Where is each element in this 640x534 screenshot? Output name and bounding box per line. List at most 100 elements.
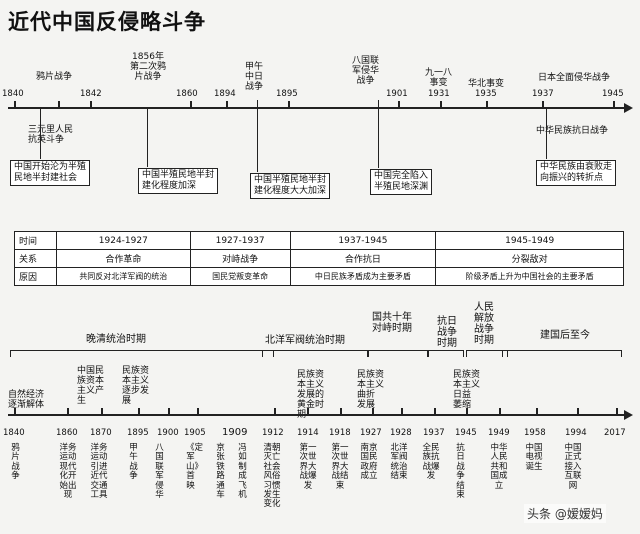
event-full-resistance: 全民族抗战爆发 (422, 443, 440, 482)
year-label: 1900 (157, 428, 179, 438)
connector-line (147, 109, 148, 167)
tick-mark (613, 101, 615, 108)
year-label: 1937 (532, 89, 554, 99)
tick-mark (499, 408, 501, 415)
year-label: 1840 (3, 428, 25, 438)
consequence-box: 中国半殖民地半封 建化程度大大加深 (250, 173, 331, 199)
year-label: 2017 (604, 428, 626, 438)
period-liberation-war: 人民 解放 战争 时期 (474, 302, 494, 346)
period-bracket (10, 350, 274, 357)
consequence-box: 中国半殖民地半封 建化程度加深 (138, 168, 219, 194)
table-row: 时间 1924-1927 1927-1937 1937-1945 1945-19… (14, 231, 624, 250)
table-cell: 1927-1937 (189, 231, 291, 250)
year-label: 1914 (297, 428, 319, 438)
event-ww1-end: 第一次世界大战结束 (331, 443, 349, 491)
year-label: 1927 (360, 428, 382, 438)
tick-mark (466, 408, 468, 415)
tick-mark (434, 408, 436, 415)
period-beiyang: 北洋军阀统治时期 (265, 335, 345, 346)
table-cell: 中日民族矛盾成为主要矛盾 (289, 267, 437, 286)
label-shrinking: 民族资 本主义 日益 萎缩 (453, 370, 481, 410)
tick-mark (486, 101, 488, 108)
tick-mark (440, 101, 442, 108)
tick-mark (190, 101, 192, 108)
tick-mark (197, 408, 199, 415)
tick-mark (536, 408, 538, 415)
event-westernization-modernization: 洋务运动现代化开始出现 (59, 443, 77, 501)
period-ten-year-confrontation: 国共十年 对峙时期 (372, 312, 412, 334)
consequence-box: 中国开始沦为半殖 民地半封建社会 (10, 160, 91, 186)
year-label: 1949 (488, 428, 510, 438)
event-westernization-transport: 洋务运动引进近代交通工具 (90, 443, 108, 501)
tick-mark (577, 408, 579, 415)
year-label: 1842 (80, 89, 102, 99)
year-label: 1945 (455, 428, 477, 438)
event-nanjing-government: 南京国民政府成立 (360, 443, 378, 482)
event-war-end: 抗日战争结束 (456, 443, 465, 501)
event-first-sino-japanese-war: 甲午战争 (129, 443, 138, 482)
table-cell: 分裂敌对 (435, 249, 624, 268)
year-label: 1958 (524, 428, 546, 438)
year-label: 1860 (176, 89, 198, 99)
label-capitalism-develop: 民族资 本主义 逐步发 展 (122, 366, 150, 406)
event-jingzhang-railway: 京张铁路通车 (216, 443, 225, 501)
tick-mark (226, 101, 228, 108)
table-row: 关系 合作革命 对峙战争 合作抗日 分裂敌对 (14, 249, 624, 268)
event-opium-war: 鸦片战争 (36, 72, 73, 82)
year-label: 1870 (90, 428, 112, 438)
kmt-cpc-relations-table: 时间 1924-1927 1927-1937 1937-1945 1945-19… (14, 231, 624, 286)
year-label: 1895 (127, 428, 149, 438)
table-cell: 对峙战争 (189, 249, 291, 268)
year-label: 1931 (428, 89, 450, 99)
axis-arrow (624, 103, 633, 113)
period-bracket (466, 350, 508, 357)
table-cell: 合作抗日 (289, 249, 437, 268)
tick-mark (542, 101, 544, 108)
year-label: 1895 (276, 89, 298, 99)
tick-mark (274, 408, 276, 415)
label-natural-economy: 自然经济 逐渐解体 (8, 390, 45, 410)
axis-arrow (624, 410, 633, 420)
tick-mark (398, 101, 400, 108)
event-second-opium-war: 1856年 第二次鸦 片战争 (130, 52, 167, 82)
tick-mark (14, 408, 16, 415)
tick-mark (168, 408, 170, 415)
bottom-timeline-axis (8, 414, 628, 416)
event-sino-japanese-war: 甲午 中日 战争 (245, 62, 264, 92)
event-ww1-start: 第一次世界大战爆发 (299, 443, 317, 491)
row-header: 时间 (14, 231, 57, 250)
tick-mark (372, 408, 374, 415)
row-header: 原因 (14, 267, 57, 286)
consequence-box: 中国完全陷入 半殖民地深渊 (370, 169, 433, 195)
period-bracket (428, 350, 464, 357)
event-tv-born: 中国电视诞生 (525, 443, 543, 472)
year-label: 1945 (602, 89, 624, 99)
table-cell: 阶级矛盾上升为中国社会的主要矛盾 (435, 267, 624, 286)
event-beiyang-end: 北洋军阀统治结束 (390, 443, 408, 482)
tick-mark (138, 408, 140, 415)
year-label: 1860 (56, 428, 78, 438)
connector-line (546, 109, 547, 159)
page-title: 近代中国反侵略斗争 (8, 10, 206, 34)
year-label: 1840 (2, 89, 24, 99)
period-post-1949: 建国后至今 (540, 330, 590, 341)
row-header: 关系 (14, 249, 57, 268)
top-timeline-axis (8, 107, 628, 109)
period-late-qing: 晚清统治时期 (86, 334, 146, 345)
event-north-china-incident: 华北事变 (468, 79, 505, 89)
year-label: 1905 (184, 428, 206, 438)
year-label: 1937 (423, 428, 445, 438)
year-label: 1894 (214, 89, 236, 99)
event-feng-ru-plane: 冯如制成飞机 (238, 443, 247, 501)
event-qing-collapse: 清朝灭亡社会风俗习惯发生变化 (263, 443, 281, 510)
event-eight-nation-invasion: 八国联军侵华 (155, 443, 164, 501)
tick-mark (14, 101, 16, 108)
event-opium-war: 鸦片战争 (11, 443, 20, 482)
connector-line (378, 100, 379, 168)
event-eight-nation-alliance: 八国联 军侵华 战争 (352, 56, 380, 86)
label-capitalism-emerge: 中国民 族资本 主义产 生 (77, 366, 105, 406)
year-label: 1912 (262, 428, 284, 438)
year-label: 1928 (390, 428, 412, 438)
event-sanyuanli: 三元里人民 抗英斗争 (28, 125, 74, 145)
period-anti-japanese-war: 抗日 战争 时期 (437, 316, 457, 349)
